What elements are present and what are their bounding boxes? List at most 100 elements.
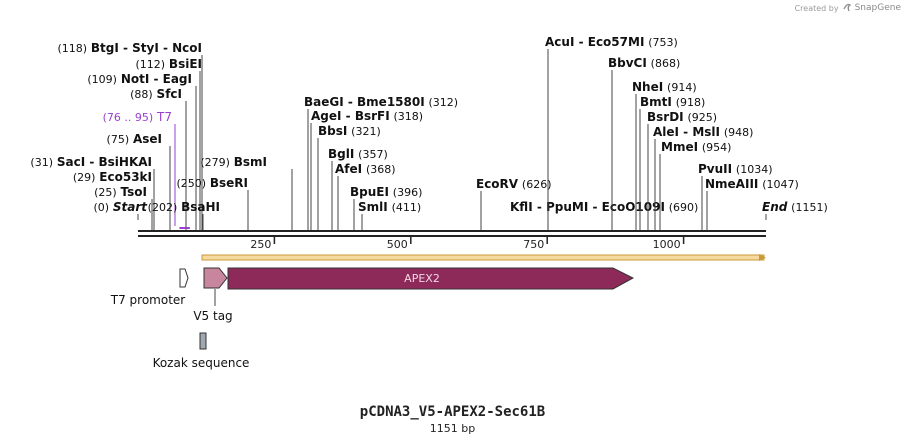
site-label: KflI - PpuMI - EcoO109I (690) bbox=[510, 200, 698, 214]
site-name: AgeI - BsrFI bbox=[311, 109, 390, 123]
site-position: (25) bbox=[94, 186, 117, 199]
site-name: BseRI bbox=[210, 176, 248, 190]
site-label: EcoRV (626) bbox=[476, 177, 552, 191]
site-bmti: BmtI (918) bbox=[639, 95, 705, 230]
site-position: (75) bbox=[107, 133, 130, 146]
site-position: (753) bbox=[648, 36, 678, 49]
site-name: BtgI - StyI - NcoI bbox=[91, 41, 202, 55]
site-mmei: MmeI (954) bbox=[659, 140, 731, 230]
site-position: (279) bbox=[200, 156, 230, 169]
site-name: EcoRV bbox=[476, 177, 519, 191]
site-bgli: BglI (357) bbox=[328, 147, 388, 230]
site-name: Eco53kI bbox=[99, 170, 152, 184]
site-label: (88) SfcI bbox=[130, 87, 182, 101]
site-baegi: BaeGI - Bme1580I (312) bbox=[304, 95, 458, 230]
site-saci: (31) SacI - BsiHKAI bbox=[30, 155, 155, 230]
site-position: (925) bbox=[687, 111, 717, 124]
orf-band-arrowhead bbox=[759, 254, 766, 261]
t7-promoter-label: T7 promoter bbox=[110, 293, 186, 307]
site-position: (1034) bbox=[736, 163, 773, 176]
apex2-arrow bbox=[227, 267, 635, 290]
site-name: BbvCI bbox=[608, 56, 647, 70]
site-name: T7 bbox=[156, 110, 172, 124]
site-tsoi: (25) TsoI bbox=[94, 185, 153, 230]
map-length: 1151 bp bbox=[429, 422, 476, 435]
site-label: AcuI - Eco57MI (753) bbox=[545, 35, 678, 49]
site-position: (109) bbox=[87, 73, 117, 86]
site-position: (202) bbox=[148, 201, 178, 214]
site-label: (75) AseI bbox=[107, 132, 162, 146]
site-name: NotI - EagI bbox=[121, 72, 192, 86]
site-label: BpuEI (396) bbox=[350, 185, 422, 199]
site-start: (0) Start bbox=[93, 200, 148, 220]
t7-promoter-arrow bbox=[179, 268, 189, 288]
site-name: BsrDI bbox=[647, 110, 684, 124]
site-name: BsmI bbox=[234, 155, 267, 169]
kozak-sequence-box bbox=[199, 332, 207, 350]
map-title: pCDNA3_V5-APEX2-Sec61B bbox=[359, 404, 546, 420]
site-eco53ki: (29) Eco53kI bbox=[73, 170, 155, 230]
site-name: PvuII bbox=[698, 162, 732, 176]
ruler-tick-label: 500 bbox=[387, 238, 408, 251]
site-kfli: KflI - PpuMI - EcoO109I (690) bbox=[510, 200, 698, 230]
site-position: (312) bbox=[429, 96, 459, 109]
site-label: (112) BsiEI bbox=[136, 57, 203, 71]
site-position: (88) bbox=[130, 88, 153, 101]
snapgene-credit: Created by SnapGene bbox=[795, 2, 901, 14]
site-position: (948) bbox=[724, 126, 754, 139]
site-label: (202) BsaHI bbox=[148, 200, 220, 214]
site-position: (1151) bbox=[791, 201, 828, 214]
site-position: (1047) bbox=[762, 178, 799, 191]
site-name: BbsI bbox=[318, 124, 347, 138]
site-name: NmeAIII bbox=[705, 177, 758, 191]
site-name: End bbox=[762, 200, 788, 214]
site-asei: (75) AseI bbox=[107, 132, 171, 230]
site-bsmi: (279) BsmI bbox=[200, 155, 293, 230]
site-bsiei: (112) BsiEI bbox=[136, 57, 203, 230]
site-name: Start bbox=[113, 200, 148, 214]
site-position: (411) bbox=[392, 201, 422, 214]
site-name: AseI bbox=[133, 132, 162, 146]
site-label: AgeI - BsrFI (318) bbox=[311, 109, 423, 123]
site-label: BbvCI (868) bbox=[608, 56, 680, 70]
site-label: End (1151) bbox=[762, 200, 828, 214]
site-name: MmeI bbox=[661, 140, 698, 154]
site-position: (118) bbox=[57, 42, 87, 55]
ruler-tick-label: 750 bbox=[523, 238, 544, 251]
site-position: (357) bbox=[358, 148, 388, 161]
site-end: End (1151) bbox=[762, 200, 828, 220]
site-t7: (76 .. 95) T7 bbox=[103, 110, 176, 226]
site-agei: AgeI - BsrFI (318) bbox=[310, 109, 423, 230]
site-position: (318) bbox=[394, 110, 424, 123]
site-label: BbsI (321) bbox=[318, 124, 381, 138]
site-position: (690) bbox=[669, 201, 699, 214]
site-afei: AfeI (368) bbox=[335, 162, 396, 230]
site-name: BpuEI bbox=[350, 185, 389, 199]
site-ecorv: EcoRV (626) bbox=[476, 177, 552, 230]
site-name: BglI bbox=[328, 147, 354, 161]
site-bsrdi: BsrDI (925) bbox=[647, 110, 717, 230]
site-pvuii: PvuII (1034) bbox=[698, 162, 773, 230]
site-label: (25) TsoI bbox=[94, 185, 147, 199]
site-label: BsrDI (925) bbox=[647, 110, 717, 124]
kozak-sequence-label: Kozak sequence bbox=[153, 356, 250, 370]
site-label: MmeI (954) bbox=[661, 140, 731, 154]
site-smli: SmlI (411) bbox=[358, 200, 421, 230]
snapgene-logo-icon bbox=[842, 2, 852, 14]
sequence-map: (118) BtgI - StyI - NcoI (112) BsiEI (109)… bbox=[30, 35, 828, 370]
site-position: (954) bbox=[702, 141, 732, 154]
site-name: SacI - BsiHKAI bbox=[57, 155, 152, 169]
site-alei: AleI - MslI (948) bbox=[653, 125, 753, 230]
site-label: (31) SacI - BsiHKAI bbox=[30, 155, 152, 169]
restriction-sites: (118) BtgI - StyI - NcoI (112) BsiEI (109)… bbox=[30, 35, 828, 230]
site-name: KflI - PpuMI - EcoO109I bbox=[510, 200, 665, 214]
credit-brand: SnapGene bbox=[854, 3, 901, 13]
site-nmeaiii: NmeAIII (1047) bbox=[705, 177, 799, 230]
site-label: BmtI (918) bbox=[640, 95, 705, 109]
site-position: (112) bbox=[136, 58, 166, 71]
ruler-tick-label: 1000 bbox=[653, 238, 681, 251]
site-label: (250) BseRI bbox=[176, 176, 248, 190]
v5-tag-label: V5 tag bbox=[193, 309, 232, 323]
site-label: BaeGI - Bme1580I (312) bbox=[304, 95, 458, 109]
